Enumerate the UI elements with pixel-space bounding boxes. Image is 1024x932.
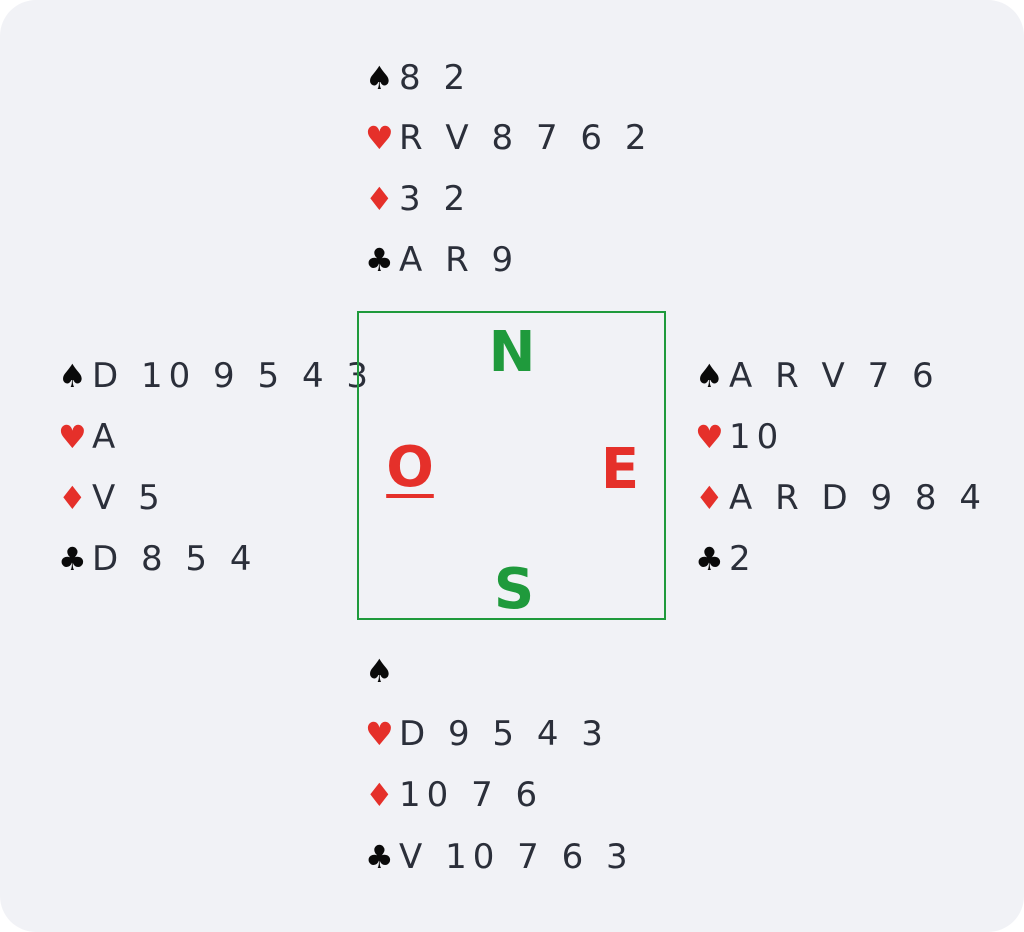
club-icon: ♣ [695,540,724,578]
south-clubs-cards: V 10 7 6 3 [399,837,634,877]
west-diamonds-cards: V 5 [92,478,166,518]
spade-icon: ♠ [365,652,394,690]
north-clubs-cards: A R 9 [399,240,520,280]
north-diamonds-row: ♦3 2 [365,179,471,219]
north-spades-row: ♠8 2 [365,58,471,98]
compass-east: E [600,437,640,502]
west-clubs-cards: D 8 5 4 [92,539,258,579]
heart-icon: ♥ [695,418,724,456]
spade-icon: ♠ [695,357,724,395]
south-hearts-cards: D 9 5 4 3 [399,714,609,754]
club-icon: ♣ [58,540,87,578]
heart-icon: ♥ [58,418,87,456]
heart-icon: ♥ [365,119,394,157]
west-spades-cards: D 10 9 5 4 3 [92,356,375,396]
compass-south: S [493,557,535,622]
south-spades-row: ♠ [365,651,399,691]
north-diamonds-cards: 3 2 [399,179,472,219]
diamond-icon: ♦ [58,479,87,517]
north-hearts-cards: R V 8 7 6 2 [399,118,653,158]
compass-west-dealer: O [386,435,434,500]
south-hearts-row: ♥D 9 5 4 3 [365,714,609,754]
west-clubs-row: ♣D 8 5 4 [58,539,258,579]
spade-icon: ♠ [365,59,394,97]
diamond-icon: ♦ [365,776,394,814]
club-icon: ♣ [365,241,394,279]
south-clubs-row: ♣V 10 7 6 3 [365,837,634,877]
west-hearts-row: ♥A [58,417,121,457]
west-diamonds-row: ♦V 5 [58,478,166,518]
compass-north: N [488,320,536,385]
east-spades-cards: A R V 7 6 [729,356,940,396]
east-clubs-row: ♣2 [695,539,757,579]
east-diamonds-cards: A R D 9 8 4 [729,478,987,518]
north-spades-cards: 8 2 [399,58,472,98]
compass-box: N O E S [357,311,666,620]
south-diamonds-row: ♦10 7 6 [365,775,543,815]
diamond-icon: ♦ [695,479,724,517]
east-diamonds-row: ♦A R D 9 8 4 [695,478,987,518]
diamond-icon: ♦ [365,180,394,218]
heart-icon: ♥ [365,715,394,753]
east-clubs-cards: 2 [729,539,757,579]
north-clubs-row: ♣A R 9 [365,240,519,280]
spade-icon: ♠ [58,357,87,395]
west-spades-row: ♠D 10 9 5 4 3 [58,356,374,396]
south-diamonds-cards: 10 7 6 [399,775,544,815]
east-hearts-row: ♥10 [695,417,784,457]
west-hearts-cards: A [92,417,122,457]
east-spades-row: ♠A R V 7 6 [695,356,940,396]
north-hearts-row: ♥R V 8 7 6 2 [365,118,652,158]
club-icon: ♣ [365,838,394,876]
east-hearts-cards: 10 [729,417,785,457]
